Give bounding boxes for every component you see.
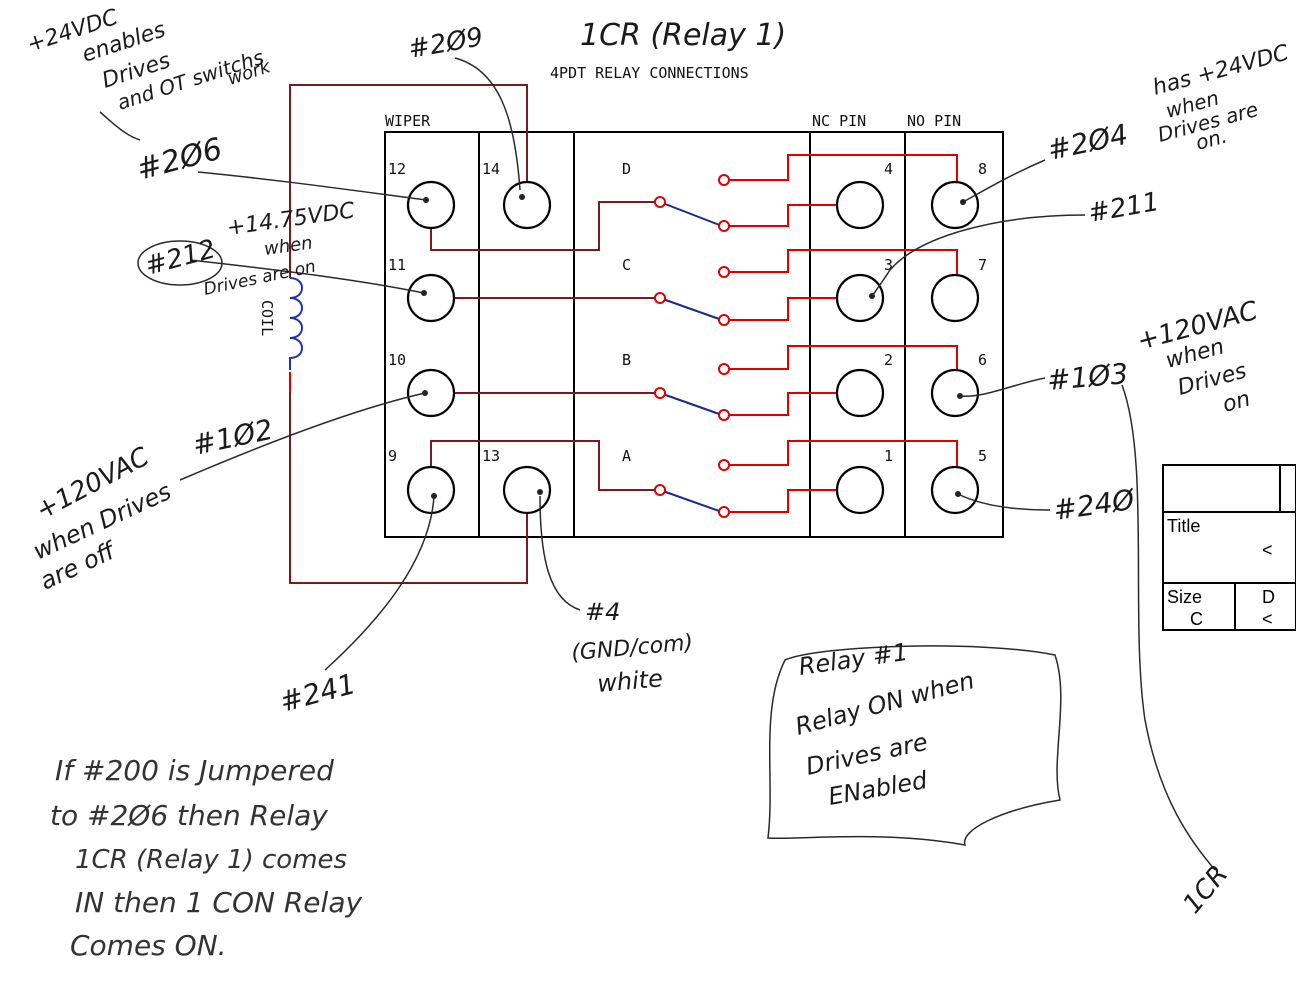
pin-number-8: 8 (978, 160, 987, 178)
pin-4 (835, 180, 885, 230)
note-bubble (767, 645, 1062, 846)
wire-label-206: #2Ø6 (133, 131, 226, 187)
wire-label-103: #1Ø3 (1046, 357, 1130, 397)
pin-number-4: 4 (884, 160, 893, 178)
note-jumper: If #200 is Jumpered to #2Ø6 then Relay 1… (50, 754, 362, 962)
wire-label-241: #241 (276, 667, 359, 719)
pin-number-9: 9 (388, 447, 397, 465)
title-block-size-label: Size (1167, 587, 1202, 607)
wiper-wire-d (430, 201, 660, 251)
wire-label-204: #2Ø4 (1045, 118, 1131, 167)
title-block-title-value: < (1262, 540, 1273, 560)
svg-text:Comes ON.: Comes ON. (70, 929, 227, 962)
svg-text:(GND/com): (GND/com) (570, 630, 694, 666)
note-120vac-off: +120VAC when Drives are off (29, 441, 176, 595)
pole-a (654, 440, 958, 518)
wire-label-209: #2Ø9 (406, 22, 485, 65)
leader-rcr (1121, 384, 1216, 871)
svg-text:#4: #4 (585, 598, 620, 626)
pin-number-5: 5 (978, 447, 987, 465)
wiper-column-label: WIPER (385, 112, 431, 130)
pin-9 (406, 465, 456, 515)
leader-209 (454, 57, 521, 191)
pin-3 (835, 273, 885, 323)
note-24vdc: +24VDC enables Drives and OT switchs wor… (24, 5, 274, 115)
leader-241 (324, 495, 435, 671)
title-block-size-value: C (1190, 609, 1203, 629)
diagram-subtitle: 4PDT RELAY CONNECTIONS (550, 64, 749, 82)
leader-102 (179, 392, 426, 481)
pin-13 (502, 465, 552, 515)
pin-5 (930, 465, 980, 515)
pin-7 (930, 273, 980, 323)
leader-211 (871, 214, 1086, 297)
pole-label-a: A (622, 447, 631, 465)
svg-text:Relay #1: Relay #1 (797, 638, 910, 681)
note-4-gnd: #4 (GND/com) white (570, 598, 694, 698)
svg-text:has +24VDC: has +24VDC (1150, 40, 1292, 100)
coil-label: COIL (258, 300, 276, 336)
relay-body (384, 131, 1004, 538)
pole-b (654, 345, 958, 421)
no-column-label: NO PIN (907, 112, 961, 130)
wiper-wire-a (430, 440, 660, 491)
pin-number-12: 12 (388, 160, 406, 178)
pin-8 (930, 180, 980, 230)
title-block-d-value: < (1262, 609, 1273, 629)
pin-number-3: 3 (884, 256, 893, 274)
title-block-title-label: Title (1167, 516, 1200, 536)
pin-number-10: 10 (388, 351, 406, 369)
leader-4 (539, 495, 581, 611)
note-14-75vdc: +14.75VDC when Drives are on (202, 198, 357, 300)
leader-240 (957, 493, 1051, 511)
pin-10 (406, 368, 456, 418)
note-has-24vdc: has +24VDC when Drives are on. (1150, 40, 1292, 154)
wire-label-240: #24Ø (1051, 483, 1137, 527)
note-relay-1: Relay #1 Relay ON when Drives are ENable… (792, 638, 977, 811)
svg-text:white: white (596, 664, 664, 698)
coil-wire-bottom (289, 372, 528, 584)
wire-label-102: #1Ø2 (190, 413, 276, 462)
title-block-d-label: D (1262, 587, 1275, 607)
svg-text:when: when (263, 232, 314, 260)
pin-number-14: 14 (482, 160, 500, 178)
wire-label-rcr: 1CR (1177, 860, 1234, 920)
svg-text:on: on (1220, 387, 1253, 418)
pin-1 (835, 465, 885, 515)
leader-206 (197, 171, 427, 201)
nc-column-label: NC PIN (812, 112, 866, 130)
pin-number-1: 1 (884, 447, 893, 465)
title-block: Title < Size C D < (1162, 464, 1296, 631)
pole-label-c: C (622, 256, 631, 274)
pin-number-11: 11 (388, 256, 406, 274)
coil-symbol (289, 277, 303, 370)
pole-d (654, 154, 958, 232)
wire-label-211: #211 (1086, 187, 1162, 229)
svg-text:to #2Ø6 then Relay: to #2Ø6 then Relay (50, 799, 328, 832)
pole-label-b: B (622, 351, 631, 369)
pin-number-7: 7 (978, 256, 987, 274)
pole-c (654, 249, 958, 326)
pin-2 (835, 368, 885, 418)
pin-11 (406, 273, 456, 323)
pin-14 (502, 180, 552, 230)
leader-24vdc (99, 111, 141, 141)
coil-wire-top (289, 84, 528, 278)
pin-6 (930, 368, 980, 418)
svg-text:If #200 is Jumpered: If #200 is Jumpered (55, 754, 334, 787)
note-120vac-on: +120VAC when Drives on (1134, 296, 1262, 418)
pin-number-2: 2 (884, 351, 893, 369)
leader-204 (962, 159, 1046, 203)
svg-text:IN then 1 CON Relay: IN then 1 CON Relay (75, 886, 362, 919)
pin-number-13: 13 (482, 447, 500, 465)
leader-103 (959, 377, 1046, 397)
leader-212 (189, 259, 425, 294)
pin-12 (406, 180, 456, 230)
pin-number-6: 6 (978, 351, 987, 369)
pole-label-d: D (622, 160, 631, 178)
circle-212 (137, 240, 223, 286)
diagram-title: 1CR (Relay 1) (580, 18, 786, 53)
svg-text:1CR (Relay 1) comes: 1CR (Relay 1) comes (75, 845, 347, 875)
